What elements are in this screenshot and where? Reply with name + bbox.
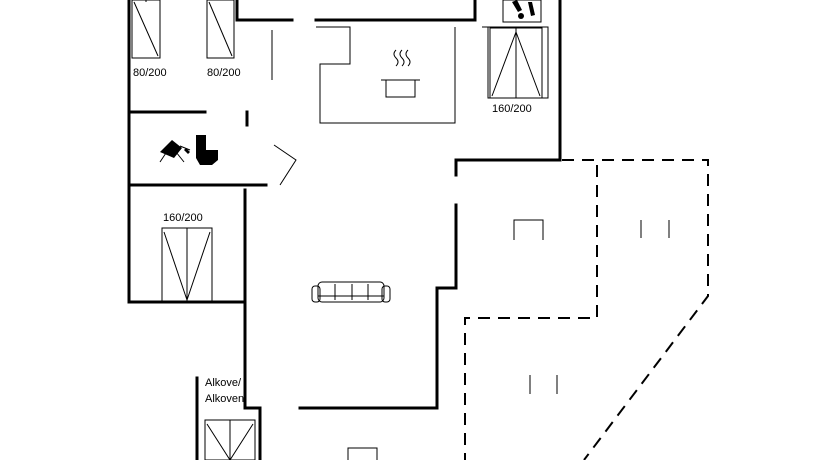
- bed-icon: [206, 0, 235, 59]
- cooking-pot-icon: [381, 49, 420, 98]
- bed-size-label: 160/200: [492, 103, 532, 115]
- table-icon: [347, 447, 378, 460]
- chair-icon: [529, 375, 558, 394]
- terrace-outline: [464, 159, 709, 460]
- alcove-label: Alkove/: [205, 377, 242, 389]
- bed-size-label: 80/200: [133, 67, 167, 79]
- table-icon: [513, 219, 544, 240]
- thin-partitions: [245, 26, 549, 302]
- bed-icon: [204, 419, 256, 460]
- toilet-icon: [196, 135, 218, 165]
- bed-size-label: 160/200: [163, 212, 203, 224]
- bed-size-label: 80/200: [207, 67, 241, 79]
- washing-icon: [502, 0, 542, 23]
- bed-icon: [131, 0, 161, 59]
- shower-icon: [159, 140, 191, 163]
- sofa-icon: [311, 281, 391, 303]
- interior-walls: [127, 0, 562, 460]
- bed-icon: [489, 27, 543, 99]
- bed-icon: [161, 227, 213, 303]
- chair-icon: [640, 220, 670, 238]
- alcove-label: Alkoven: [205, 393, 245, 405]
